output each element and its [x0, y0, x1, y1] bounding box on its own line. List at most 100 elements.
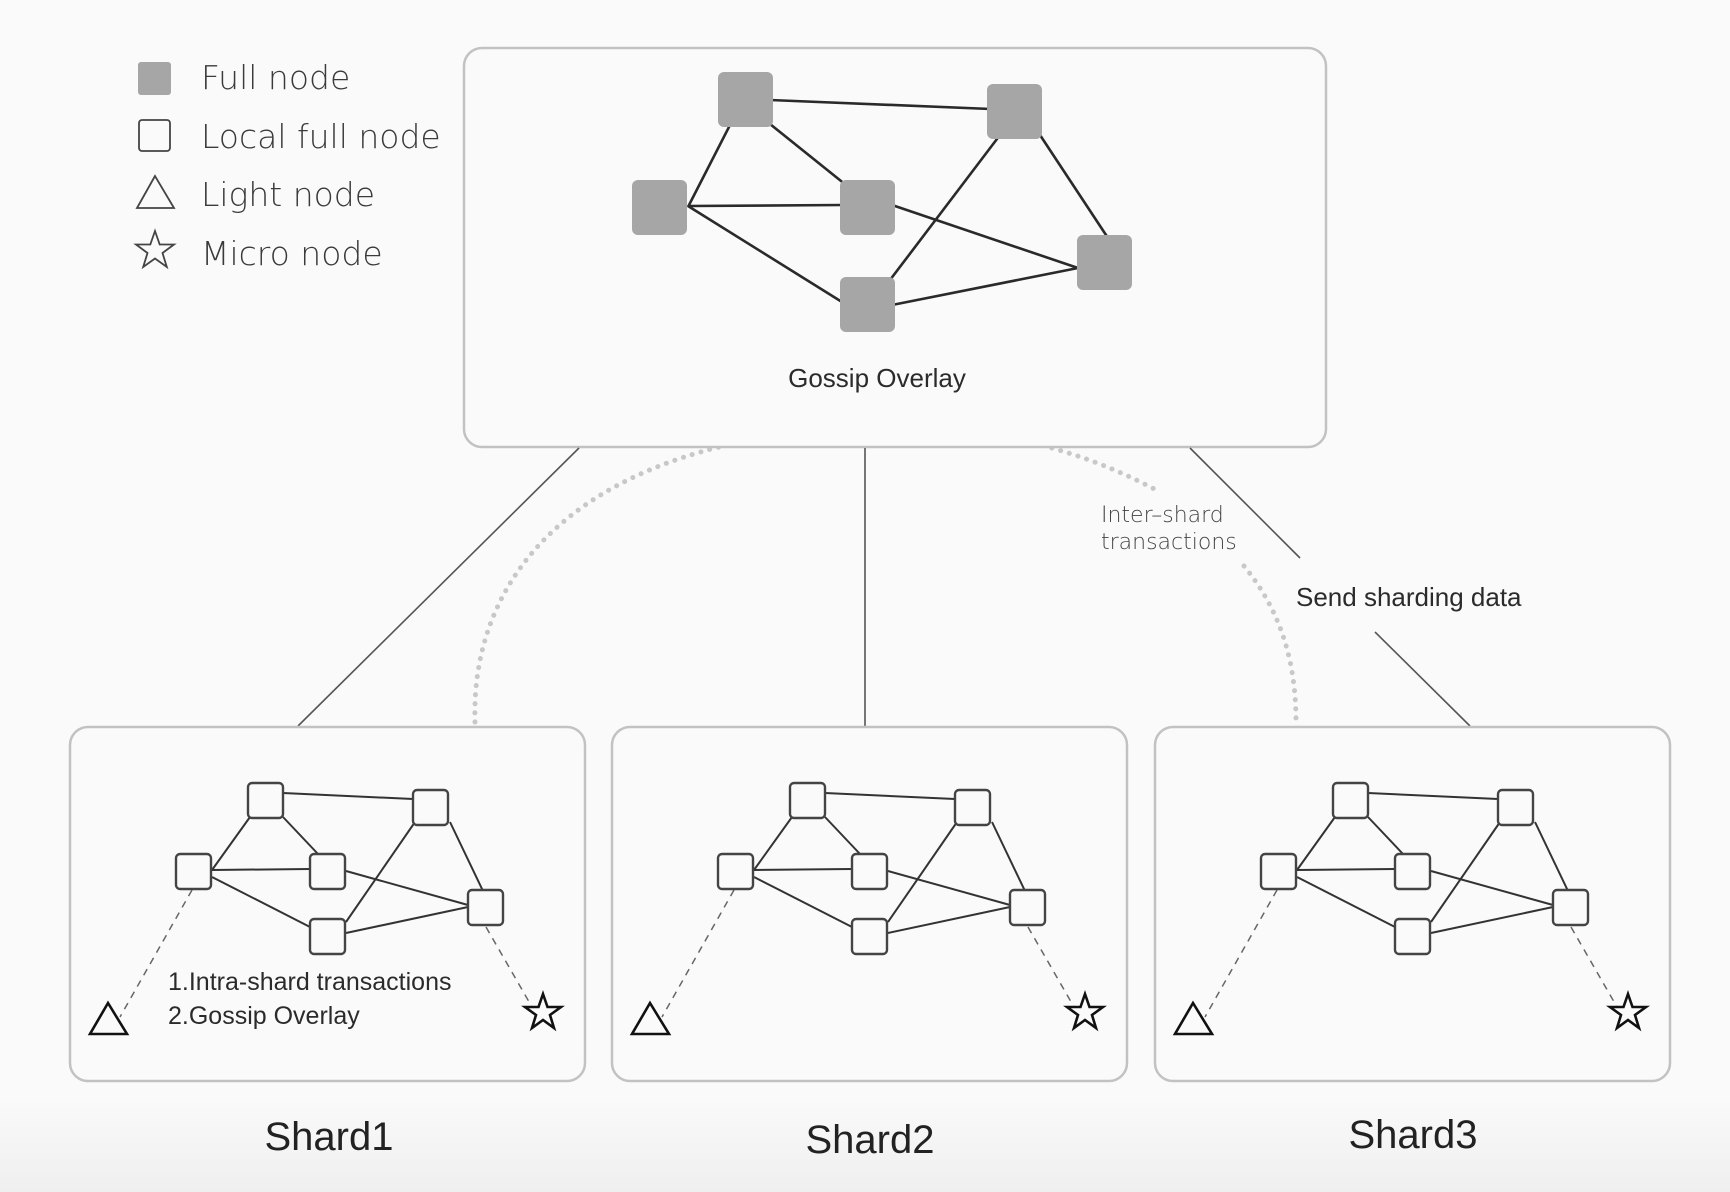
edge [686, 124, 732, 208]
shard-box-3 [1153, 725, 1672, 1083]
micro-node-link [485, 926, 533, 1008]
edge [345, 870, 469, 906]
outline-square-icon [138, 119, 171, 152]
triangle-icon [629, 1000, 672, 1036]
shard-title: Shard1 [265, 1115, 394, 1159]
legend: Full node Local full node Light node Mic… [133, 58, 441, 273]
edge [282, 816, 319, 855]
local-full-node [246, 781, 285, 820]
edge [891, 266, 1079, 307]
local-full-node [1331, 781, 1370, 820]
edge [888, 134, 1002, 281]
edge [687, 203, 843, 208]
edge [211, 868, 311, 871]
filled-square-icon [138, 62, 171, 95]
edge [1038, 134, 1110, 239]
legend-label: Micro node [201, 234, 383, 273]
shard-frame [68, 725, 587, 1083]
edge [1367, 816, 1404, 855]
edge [1430, 906, 1554, 934]
local-full-node [308, 917, 347, 956]
edge [891, 203, 1079, 270]
edge [687, 204, 843, 304]
legend-label: Full node [201, 58, 350, 97]
edge [887, 906, 1011, 934]
local-full-node [1496, 788, 1535, 827]
star-icon [521, 990, 565, 1032]
edge [753, 876, 853, 928]
edge [211, 816, 251, 871]
edge [345, 906, 469, 934]
edge [887, 821, 958, 923]
light-node-link [119, 889, 193, 1018]
local-full-node [1393, 852, 1432, 891]
shard-frame [1153, 725, 1672, 1083]
edge [991, 821, 1026, 892]
shard1-annotation: 1.Intra-shard transactions [168, 968, 451, 996]
gossip-overlay-box: Gossip Overlay [462, 46, 1328, 449]
gossip-nodes [632, 72, 1132, 332]
full-node [718, 72, 773, 127]
edge [345, 821, 416, 923]
edge [1296, 876, 1396, 928]
full-node [1077, 235, 1132, 290]
star-icon [133, 228, 177, 270]
local-full-node [850, 852, 889, 891]
inter-shard-label: Inter–shard [1101, 503, 1224, 528]
edge [1296, 816, 1336, 871]
full-node [632, 180, 687, 235]
triangle-icon [1172, 1000, 1215, 1036]
edge [1296, 868, 1396, 871]
star-icon [1063, 990, 1107, 1032]
inter-shard-arc [472, 424, 1299, 725]
triangle-icon [135, 174, 176, 209]
edge [211, 876, 311, 928]
local-full-node [1393, 917, 1432, 956]
edge [764, 118, 847, 187]
shard1-annotation: 2.Gossip Overlay [168, 1002, 360, 1030]
micro-node-link [1027, 926, 1075, 1008]
gossip-edges [686, 98, 1110, 307]
full-node [840, 180, 895, 235]
triangle-icon [87, 1000, 130, 1036]
edge [769, 98, 1016, 112]
edge [282, 792, 414, 800]
local-full-node [308, 852, 347, 891]
send-sharding-label: Send sharding data [1296, 582, 1522, 612]
edge [753, 868, 853, 871]
local-full-node [850, 917, 889, 956]
edge [1430, 870, 1554, 906]
micro-node-link [1570, 926, 1618, 1008]
local-full-node [1259, 852, 1298, 891]
gossip-overlay-title: Gossip Overlay [788, 363, 966, 393]
local-full-node [788, 781, 827, 820]
local-full-node [1551, 888, 1590, 927]
shard-box-2 [610, 725, 1129, 1083]
edge [1430, 821, 1501, 923]
edge [753, 816, 793, 871]
full-node [840, 277, 895, 332]
local-full-node [953, 788, 992, 827]
connector-shard3-lower [1374, 631, 1471, 727]
legend-item-light-node: Light node [135, 174, 375, 214]
connector-shard3-upper [1189, 447, 1301, 559]
edge [1367, 792, 1499, 800]
legend-item-local-full-node: Local full node [138, 117, 441, 156]
connector-shard1 [297, 447, 580, 727]
legend-label: Light node [201, 175, 375, 214]
edge [1534, 821, 1569, 892]
legend-item-micro-node: Micro node [133, 228, 383, 273]
edge [449, 821, 484, 892]
shard-title: Shard3 [1349, 1113, 1478, 1157]
light-node-link [1204, 889, 1278, 1018]
edge [824, 792, 956, 800]
edge [887, 870, 1011, 906]
light-node-link [661, 889, 735, 1018]
local-full-node [716, 852, 755, 891]
legend-item-full-node: Full node [138, 58, 350, 97]
star-icon [1606, 990, 1650, 1032]
edge [824, 816, 861, 855]
legend-label: Local full node [201, 117, 441, 156]
local-full-node [174, 852, 213, 891]
